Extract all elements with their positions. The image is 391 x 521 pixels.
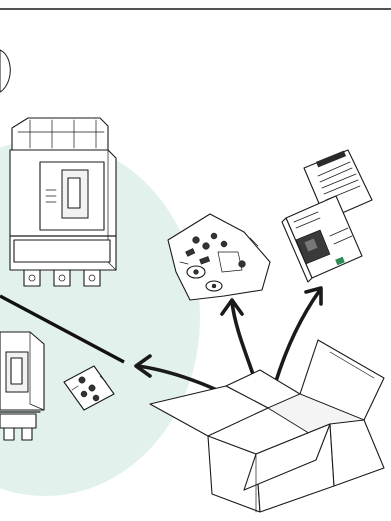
diagonal-divider-line <box>0 294 125 364</box>
circuit-breaker-partial <box>0 331 45 441</box>
circuit-breaker <box>9 117 117 287</box>
instruction-documents <box>281 149 373 283</box>
open-cardboard-box <box>149 339 385 513</box>
screw-bag <box>63 365 115 411</box>
callout-circle-fragment <box>0 49 11 93</box>
hardware-bag <box>167 213 271 301</box>
